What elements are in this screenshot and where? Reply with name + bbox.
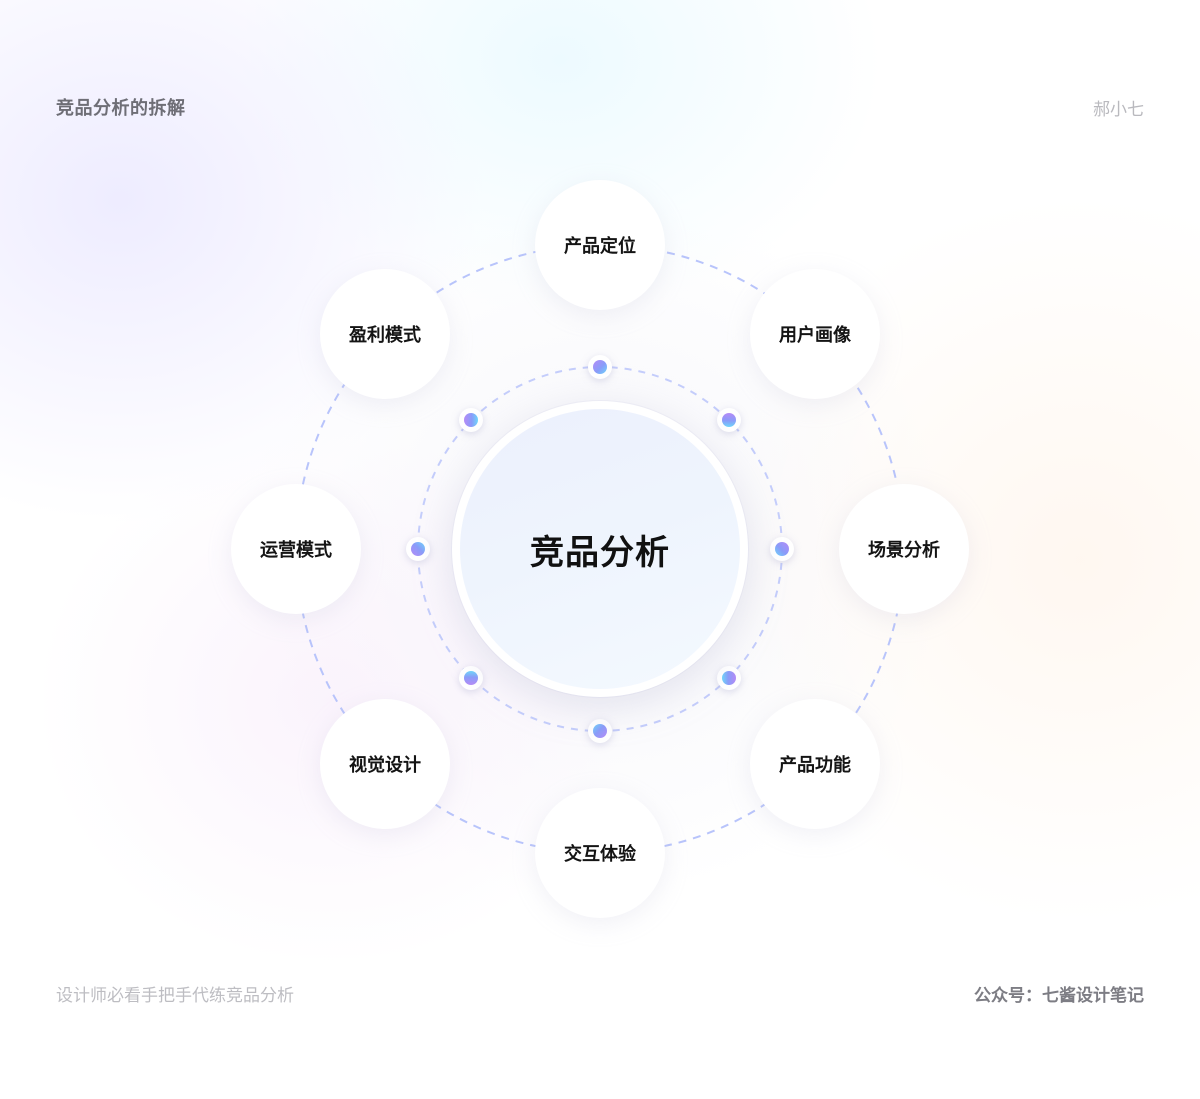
ring-dot	[459, 665, 484, 690]
node-product-features[interactable]: 产品功能	[749, 698, 880, 829]
node-profit-model[interactable]: 盈利模式	[320, 269, 451, 400]
center-hub[interactable]: 竞品分析	[452, 401, 748, 697]
ring-dot	[588, 719, 612, 743]
page-title: 竞品分析的拆解	[56, 98, 186, 119]
gradient-dot-icon	[464, 670, 479, 685]
ring-dot	[716, 665, 741, 690]
gradient-dot-icon	[775, 542, 789, 556]
node-label: 产品定位	[564, 236, 636, 257]
node-label: 用户画像	[778, 325, 851, 347]
gradient-dot-icon	[464, 413, 479, 428]
node-interaction-experience[interactable]: 交互体验	[535, 788, 665, 918]
ring-dot	[588, 355, 612, 379]
gradient-dot-icon	[593, 360, 607, 374]
node-scenario-analysis[interactable]: 场景分析	[839, 484, 969, 614]
node-label: 产品功能	[778, 754, 851, 776]
node-label: 运营模式	[260, 540, 332, 561]
gradient-dot-icon	[721, 413, 736, 428]
ring-dot	[406, 537, 430, 561]
center-hub-inner: 竞品分析	[460, 409, 740, 689]
gradient-dot-icon	[411, 542, 425, 556]
footer-account: 公众号：七酱设计笔记	[974, 986, 1144, 1006]
center-label: 竞品分析	[530, 532, 670, 573]
gradient-dot-icon	[593, 724, 607, 738]
node-label: 交互体验	[564, 844, 636, 865]
node-user-persona[interactable]: 用户画像	[749, 269, 880, 400]
author-name: 郝小七	[1093, 100, 1144, 120]
ring-dot	[459, 408, 484, 433]
gradient-dot-icon	[721, 670, 736, 685]
node-visual-design[interactable]: 视觉设计	[320, 698, 451, 829]
footer-caption: 设计师必看手把手代练竞品分析	[56, 986, 294, 1006]
ring-dot	[716, 408, 741, 433]
node-label: 盈利模式	[349, 325, 422, 347]
node-operation-model[interactable]: 运营模式	[231, 484, 361, 614]
node-product-positioning[interactable]: 产品定位	[535, 180, 665, 310]
node-label: 场景分析	[868, 540, 940, 561]
node-label: 视觉设计	[349, 754, 422, 776]
ring-dot	[770, 537, 794, 561]
